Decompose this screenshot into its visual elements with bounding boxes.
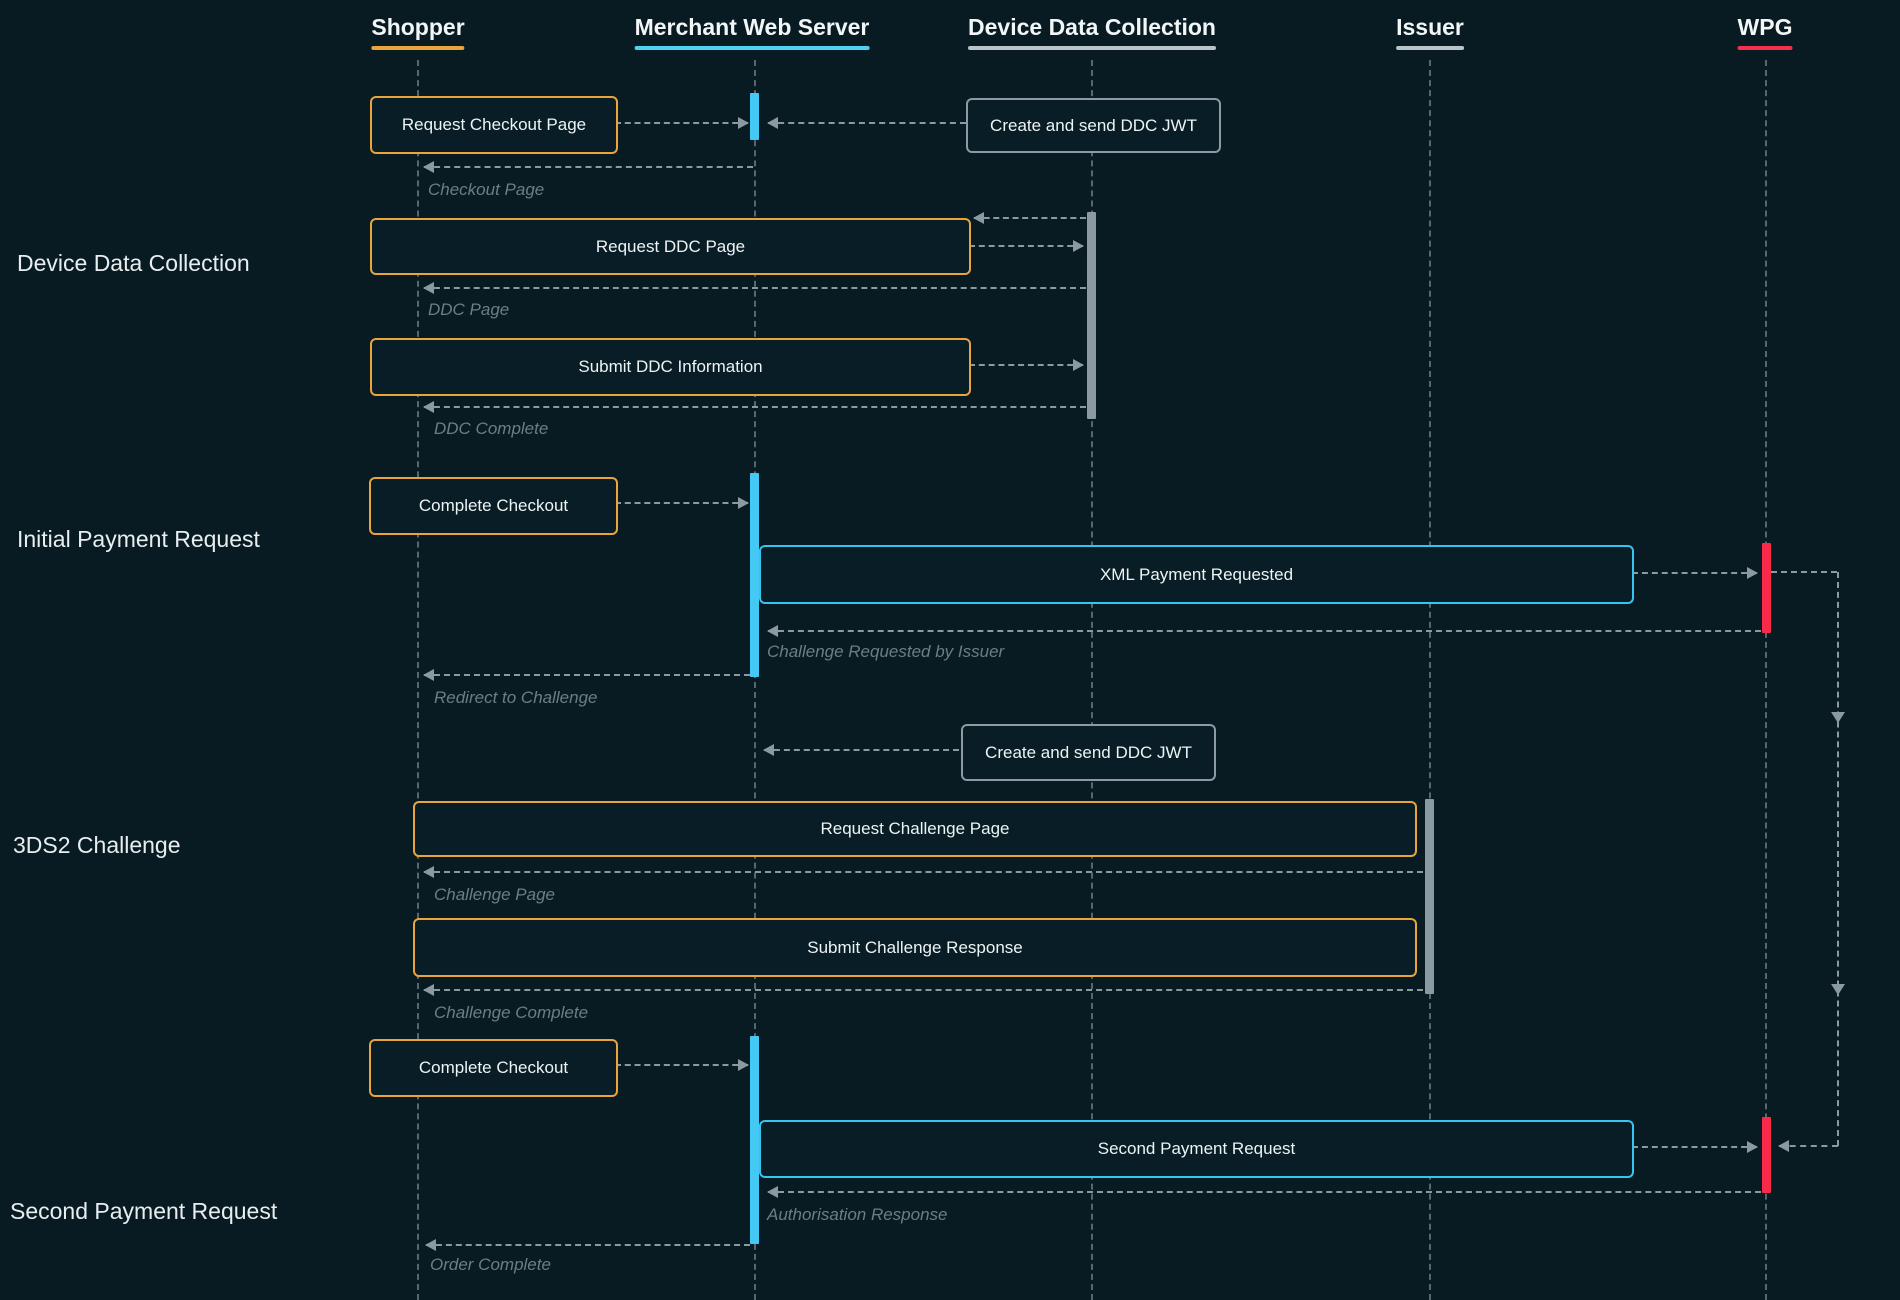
arrow-return-ddc-page <box>423 282 1086 294</box>
activation-issuer <box>1425 799 1434 994</box>
phase-second-payment-request: Second Payment Request <box>10 1198 278 1224</box>
arrow-xml-payment-to-wpg <box>1632 567 1758 579</box>
return-label-challenge-requested-by-issuer: Challenge Requested by Issuer <box>767 642 1005 661</box>
message-box-submit-challenge-response: Submit Challenge Response <box>413 918 1417 977</box>
actor-shopper-label: Shopper <box>371 14 465 40</box>
actor-merchant-label: Merchant Web Server <box>634 14 870 40</box>
arrowhead-left-icon <box>1778 1140 1789 1152</box>
actor-wpg-underline <box>1737 46 1793 50</box>
return-label-challenge-page: Challenge Page <box>434 885 555 904</box>
lifeline-merchant-web-server <box>754 60 756 1300</box>
actor-wpg-label: WPG <box>1737 14 1793 40</box>
return-label-redirect-to-challenge: Redirect to Challenge <box>434 688 598 707</box>
phase-3ds2-challenge: 3DS2 Challenge <box>13 832 181 858</box>
message-box-request-challenge-page: Request Challenge Page <box>413 801 1417 857</box>
actor-issuer-underline <box>1396 46 1464 50</box>
phase-device-data-collection: Device Data Collection <box>17 250 250 276</box>
actor-wpg: WPG <box>1737 14 1793 50</box>
lifeline-issuer <box>1429 60 1431 1300</box>
arrow-ddc-jwt-to-merchant-2 <box>763 744 959 756</box>
lifeline-wpg <box>1765 60 1767 1300</box>
arrow-submit-ddc-info-to-ddc <box>969 359 1084 371</box>
actor-issuer-label: Issuer <box>1396 14 1464 40</box>
message-box-complete-checkout-1: Complete Checkout <box>369 477 618 535</box>
arrow-return-challenge-complete <box>423 984 1423 996</box>
arrowhead-right-icon <box>1747 567 1758 579</box>
actor-device-data-collection: Device Data Collection <box>968 14 1216 50</box>
arrow-request-checkout-to-merchant <box>615 117 749 129</box>
message-box-second-payment-request: Second Payment Request <box>759 1120 1634 1178</box>
activation-merchant-2 <box>750 473 759 677</box>
actor-issuer: Issuer <box>1396 14 1464 50</box>
arrowhead-left-icon <box>423 984 434 996</box>
arrow-complete-checkout-1-to-merchant <box>615 497 749 509</box>
actor-shopper-underline <box>371 46 465 50</box>
return-label-ddc-page: DDC Page <box>428 300 510 319</box>
lifeline-shopper <box>417 60 419 1300</box>
arrowhead-right-icon <box>1073 240 1084 252</box>
activation-merchant-1 <box>750 93 759 140</box>
return-label-checkout-page: Checkout Page <box>428 180 545 199</box>
arrowhead-down-icon <box>1831 712 1845 723</box>
arrowhead-left-icon <box>423 282 434 294</box>
activation-wpg-1 <box>1762 543 1771 633</box>
arrow-return-challenge-page <box>423 866 1423 878</box>
arrowhead-left-icon <box>763 744 774 756</box>
arrow-return-challenge-requested <box>767 625 1761 637</box>
arrow-return-ddc-complete <box>423 401 1086 413</box>
arrow-return-redirect-to-challenge <box>423 669 750 681</box>
arrow-return-order-complete <box>425 1239 750 1251</box>
return-label-order-complete: Order Complete <box>430 1255 551 1274</box>
arrowhead-left-icon <box>423 866 434 878</box>
arrowhead-left-icon <box>767 117 778 129</box>
message-box-create-send-ddc-jwt-2: Create and send DDC JWT <box>961 724 1216 781</box>
arrowhead-left-icon <box>767 625 778 637</box>
arrowhead-right-icon <box>738 117 749 129</box>
lifeline-device-data-collection <box>1091 60 1093 1300</box>
async-path-wpg-bottom-segment <box>1778 1140 1838 1152</box>
arrowhead-left-icon <box>423 401 434 413</box>
actor-shopper: Shopper <box>371 14 465 50</box>
arrowhead-down-icon <box>1831 984 1845 995</box>
arrowhead-left-icon <box>423 669 434 681</box>
arrowhead-left-icon <box>423 161 434 173</box>
arrowhead-right-icon <box>1747 1141 1758 1153</box>
arrowhead-right-icon <box>1073 359 1084 371</box>
message-box-request-ddc-page: Request DDC Page <box>370 218 971 275</box>
arrow-ddc-jwt-to-merchant-1 <box>767 117 966 129</box>
arrowhead-left-icon <box>767 1186 778 1198</box>
phase-initial-payment-request: Initial Payment Request <box>17 526 260 552</box>
return-label-ddc-complete: DDC Complete <box>434 419 549 438</box>
actor-merchant-underline <box>634 46 870 50</box>
activation-merchant-3 <box>750 1036 759 1244</box>
arrowhead-right-icon <box>738 1059 749 1071</box>
arrowhead-left-icon <box>425 1239 436 1251</box>
message-box-xml-payment-requested: XML Payment Requested <box>759 545 1634 604</box>
actor-ddc-label: Device Data Collection <box>968 14 1216 40</box>
return-label-challenge-complete: Challenge Complete <box>434 1003 589 1022</box>
async-path-wpg-vertical-segment <box>1837 572 1839 1146</box>
arrow-return-checkout-page <box>423 161 753 173</box>
arrow-complete-checkout-2-to-merchant <box>615 1059 749 1071</box>
message-box-submit-ddc-information: Submit DDC Information <box>370 338 971 396</box>
actor-ddc-underline <box>968 46 1216 50</box>
message-box-complete-checkout-2: Complete Checkout <box>369 1039 618 1097</box>
message-box-request-checkout-page: Request Checkout Page <box>370 96 618 154</box>
arrow-ddc-to-request-ddc-page <box>973 212 1086 224</box>
return-label-authorisation-response: Authorisation Response <box>767 1205 948 1224</box>
message-box-create-send-ddc-jwt-1: Create and send DDC JWT <box>966 98 1221 153</box>
arrowhead-right-icon <box>738 497 749 509</box>
arrow-second-payment-to-wpg <box>1632 1141 1758 1153</box>
activation-ddc <box>1087 212 1096 419</box>
arrowhead-left-icon <box>973 212 984 224</box>
actor-merchant-web-server: Merchant Web Server <box>634 14 870 50</box>
async-path-wpg-top-segment <box>1771 571 1837 573</box>
arrow-request-ddc-page-to-ddc <box>969 240 1084 252</box>
arrow-return-authorisation-response <box>767 1186 1761 1198</box>
activation-wpg-2 <box>1762 1117 1771 1193</box>
